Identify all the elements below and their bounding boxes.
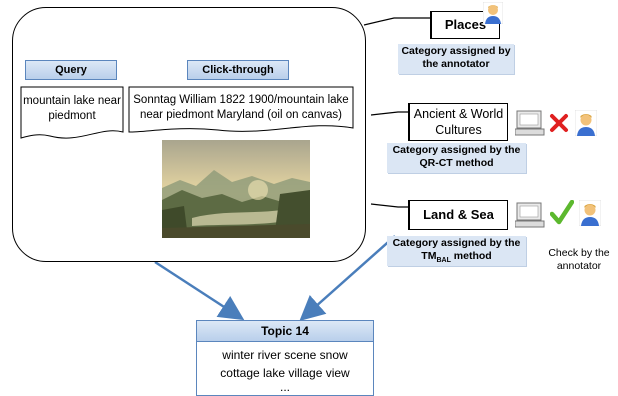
topic-title: Topic 14 [196, 320, 374, 342]
annotator-person-icon [575, 110, 597, 136]
clickthrough-document-shape [128, 86, 354, 133]
connector-places [363, 17, 432, 26]
topic-body: winter river scene snow cottage lake vil… [196, 342, 374, 396]
computer-icon [515, 110, 545, 136]
query-label: Query [25, 60, 117, 80]
query-text: mountain lake near piedmont [23, 95, 121, 122]
category-note-tmbal-prefix: Category assigned by the [392, 237, 521, 249]
annotator-person-icon [579, 200, 601, 226]
correct-check-icon [550, 200, 574, 225]
category-note-qrct: Category assigned by the QR-CT method [387, 143, 526, 173]
computer-icon [515, 202, 545, 228]
category-note-tmbal-method: TM [421, 250, 437, 262]
connector-land-sea [370, 203, 410, 208]
check-by-annotator-note: Check by the annotator [548, 247, 610, 272]
category-note-tmbal-sub: BAL [436, 257, 451, 265]
topic-ellipsis: ... [279, 380, 290, 394]
topic-words: winter river scene snow cottage lake vil… [220, 348, 350, 380]
arrow-main-to-topic [154, 260, 245, 321]
category-note-tmbal: Category assigned by the TMBAL method [387, 236, 526, 266]
clickthrough-label: Click-through [187, 60, 289, 80]
connector-ancient [370, 111, 410, 116]
category-box-ancient-world-cultures: Ancient & World Cultures [408, 103, 508, 141]
category-note-tmbal-suffix: method [450, 250, 492, 262]
clickthrough-text: Sonntag William 1822 1900/mountain lake … [133, 94, 349, 121]
landscape-painting-image [162, 140, 310, 238]
category-box-land-sea: Land & Sea [408, 200, 508, 230]
incorrect-x-icon [550, 114, 568, 132]
query-document-shape [20, 86, 124, 139]
annotator-person-icon [483, 2, 503, 24]
category-note-annotator: Category assigned by the annotator [398, 44, 514, 74]
